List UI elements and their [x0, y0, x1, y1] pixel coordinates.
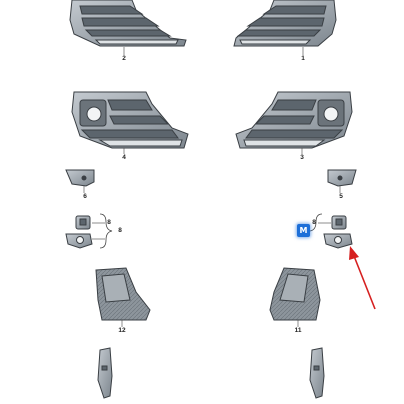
part-label-2: 2 [122, 55, 126, 62]
grille-upper-left [69, 0, 187, 47]
grouping-brace-left [99, 213, 113, 249]
part-label-3: 3 [300, 154, 304, 161]
part-label-1: 1 [301, 55, 305, 62]
grille-upper-right [233, 0, 337, 47]
part-label-5: 5 [339, 193, 343, 200]
part-label-8-left-b: 8 [118, 227, 122, 234]
part-label-11: 11 [294, 327, 302, 334]
cover-right [327, 169, 357, 187]
grouping-brace-right [309, 213, 323, 232]
grille-fog-left [71, 91, 189, 149]
grille-fog-right [235, 91, 353, 149]
trim-strip-left [97, 347, 113, 399]
part-label-4: 4 [122, 154, 126, 161]
highlight-arrow [349, 246, 376, 310]
cover-left [65, 169, 95, 187]
part-label-8-left-a: 8 [107, 219, 111, 226]
bracket-set-left [65, 215, 93, 249]
deflector-right [269, 267, 321, 321]
bracket-set-right [323, 215, 353, 249]
part-label-8-right: 8 [312, 219, 316, 226]
part-label-12: 12 [118, 327, 126, 334]
m-marker-badge[interactable]: M [297, 224, 310, 237]
deflector-left [95, 267, 151, 321]
part-label-6: 6 [83, 193, 87, 200]
trim-strip-right [309, 347, 325, 399]
